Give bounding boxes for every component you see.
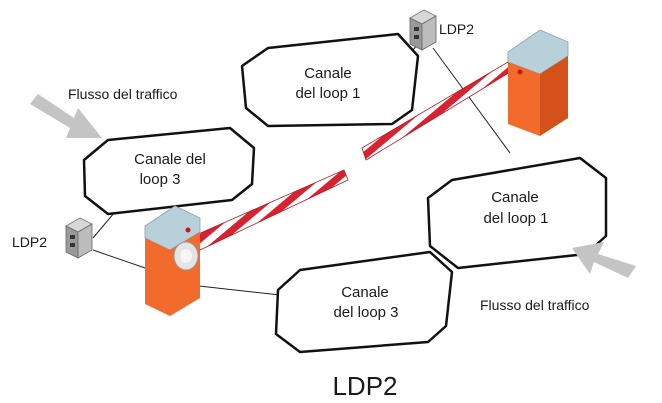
loop-top-loop1: Canale del loop 1 (240, 32, 420, 128)
loop-label-line1: Canale (341, 284, 389, 301)
traffic-arrow-bottom-right (572, 242, 636, 278)
barrier-post-left (144, 205, 201, 316)
ldp2-device-top (409, 9, 437, 51)
loop-label-line2: del loop 1 (483, 210, 548, 227)
ldp2-label-left: LDP2 (12, 234, 47, 250)
wire-left-barrier-to-bottom-loop3 (189, 284, 281, 296)
device-side (409, 17, 423, 51)
loop-label-line1: Canale del (134, 151, 206, 168)
barrier-front (508, 62, 540, 136)
arrow-icon (572, 242, 636, 278)
loop-label-line1: Canale (304, 65, 352, 82)
device-front (421, 15, 437, 51)
device-terminal-icon (70, 235, 75, 239)
barrier-side (145, 238, 170, 316)
loop-label-line2: del loop 1 (295, 85, 360, 102)
device-side (65, 225, 79, 259)
loop-bottom-loop3: Canale del loop 3 (274, 250, 454, 354)
device-terminal-icon (70, 243, 75, 247)
device-terminal-icon (414, 35, 419, 39)
indicator-light-icon (185, 227, 191, 233)
traffic-arrow-top-left (30, 94, 102, 138)
flow-label-bottom-right: Flusso del traffico (480, 297, 590, 313)
device-front (77, 223, 93, 259)
loop-label-line1: Canale (491, 189, 539, 206)
loop-outline (274, 250, 454, 354)
indicator-light-icon (517, 69, 523, 75)
loop-left-loop3: Canale del loop 3 (82, 126, 256, 216)
loop-label-line2: del loop 3 (333, 304, 398, 321)
loop-outline (82, 126, 256, 216)
wire-left-device-to-barrier (92, 249, 146, 269)
barrier-side (540, 56, 568, 136)
arm-pivot-hub (180, 249, 192, 263)
arrow-icon (30, 94, 102, 138)
barrier-post-right (507, 29, 569, 136)
device-terminal-icon (414, 27, 419, 31)
ldp2-label-top: LDP2 (439, 21, 474, 37)
ldp2-device-left (65, 217, 93, 259)
flow-label-top-left: Flusso del traffico (68, 86, 178, 102)
loop-outline (240, 32, 420, 128)
diagram-caption: LDP2 (332, 371, 397, 401)
wire-top-device-to-right-loop1 (432, 47, 511, 154)
loop-label-line2: loop 3 (140, 171, 181, 188)
